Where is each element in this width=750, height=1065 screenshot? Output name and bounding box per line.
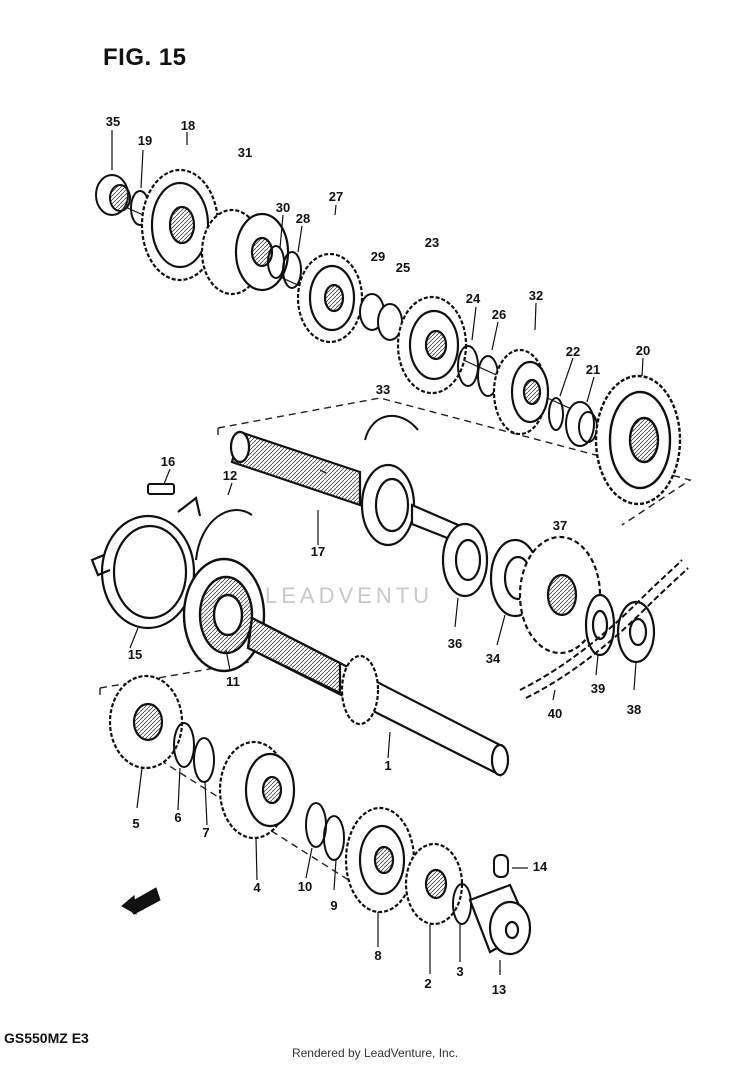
callout-4: 4 <box>253 880 261 895</box>
front-arrow-icon <box>121 887 161 915</box>
bolt-16 <box>147 483 175 495</box>
callout-22: 22 <box>565 344 581 359</box>
model-code: GS550MZ E3 <box>4 1030 89 1046</box>
callout-17: 17 <box>310 544 326 559</box>
callout-39: 39 <box>590 681 606 696</box>
gear-8 <box>344 806 416 914</box>
callout-24: 24 <box>465 291 481 306</box>
callout-15: 15 <box>127 647 143 662</box>
washers-6-7 <box>173 722 215 783</box>
callout-7: 7 <box>202 825 210 840</box>
callout-32: 32 <box>528 288 544 303</box>
callout-27: 27 <box>328 189 344 204</box>
leader-lines <box>111 130 644 975</box>
callout-26: 26 <box>491 307 507 322</box>
gear-32 <box>492 348 550 436</box>
callout-23: 23 <box>424 235 440 250</box>
gear-4 <box>218 740 296 840</box>
callout-6: 6 <box>174 810 182 825</box>
gear-23 <box>396 295 468 395</box>
callout-35: 35 <box>105 114 121 129</box>
callout-33: 33 <box>375 382 391 397</box>
callout-18: 18 <box>180 118 196 133</box>
pin-14 <box>493 854 509 878</box>
gear-20 <box>594 374 682 506</box>
countershaft-17 <box>229 430 467 547</box>
callout-5: 5 <box>132 816 140 831</box>
callout-31: 31 <box>237 145 253 160</box>
bearing-35 <box>95 174 131 216</box>
circlip-12 <box>195 509 253 561</box>
callout-11: 11 <box>226 674 240 689</box>
bearing-13 <box>468 883 532 956</box>
washers-10-9 <box>305 802 345 861</box>
callout-21: 21 <box>585 362 601 377</box>
callout-36: 36 <box>447 636 463 651</box>
circlip-upper <box>364 414 419 441</box>
callout-37: 37 <box>552 518 568 533</box>
callout-2: 2 <box>424 976 432 991</box>
callout-16: 16 <box>160 454 176 469</box>
circlip-22-bushing-21 <box>548 397 598 447</box>
callout-8: 8 <box>374 948 382 963</box>
bushing-29-25 <box>359 293 403 341</box>
figure-title: FIG. 15 <box>103 44 187 71</box>
gear-31 <box>200 208 290 296</box>
chain-40 <box>519 559 689 699</box>
callout-30: 30 <box>275 200 291 215</box>
callout-20: 20 <box>635 343 651 358</box>
callout-12: 12 <box>222 468 238 483</box>
callout-38: 38 <box>626 702 642 717</box>
callout-1: 1 <box>384 758 392 773</box>
callout-29: 29 <box>370 249 386 264</box>
callout-10: 10 <box>297 879 313 894</box>
gear-5 <box>108 674 184 770</box>
callout-13: 13 <box>491 982 507 997</box>
callout-3: 3 <box>456 964 464 979</box>
watermark: LEADVENTU <box>265 583 434 608</box>
gear-18 <box>140 168 220 282</box>
callout-19: 19 <box>137 133 153 148</box>
bearing-11 <box>182 557 266 673</box>
callout-40: 40 <box>547 706 563 721</box>
callout-28: 28 <box>295 211 311 226</box>
gear-27 <box>296 252 364 344</box>
washer-39-nut-38 <box>584 593 656 664</box>
callout-9: 9 <box>330 898 338 913</box>
callout-25: 25 <box>395 260 411 275</box>
washers-30-28 <box>267 245 302 289</box>
footer-credit: Rendered by LeadVenture, Inc. <box>291 1046 459 1060</box>
retainer-15 <box>90 496 202 630</box>
driveshaft-1 <box>246 616 510 777</box>
callout-34: 34 <box>485 651 501 666</box>
callout-14: 14 <box>532 859 548 874</box>
